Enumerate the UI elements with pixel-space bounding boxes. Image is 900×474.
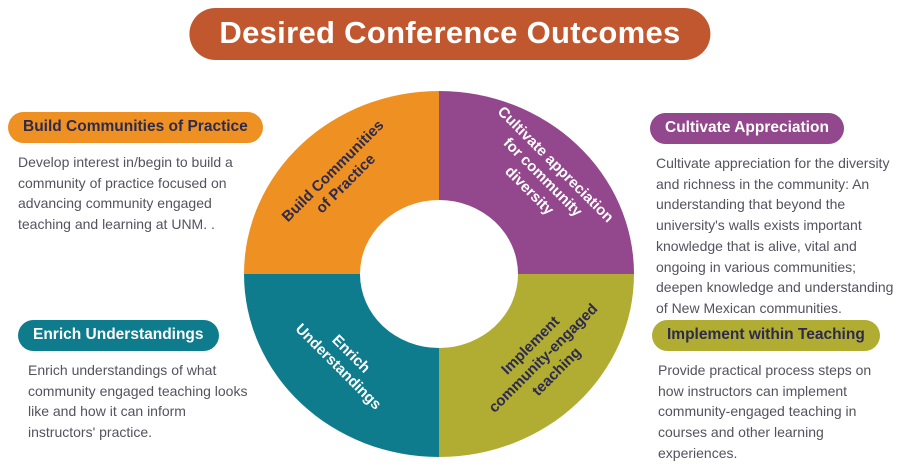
panel-enrich-understandings: Enrich Understandings Enrich understandi… [18, 320, 270, 443]
panel-body-implement-teaching: Provide practical process steps on how i… [658, 362, 872, 461]
panel-heading-implement-teaching: Implement within Teaching [652, 320, 880, 351]
panel-build-communities: Build Communities of Practice Develop in… [8, 112, 270, 235]
panel-heading-build-communities: Build Communities of Practice [8, 112, 263, 143]
title-banner: Desired Conference Outcomes [189, 8, 711, 60]
panel-body-build-communities: Develop interest in/begin to build a com… [18, 154, 233, 233]
panel-body-enrich-understandings: Enrich understandings of what community … [28, 362, 248, 441]
panel-cultivate-appreciation: Cultivate Appreciation Cultivate appreci… [650, 113, 895, 319]
panel-heading-enrich-understandings: Enrich Understandings [18, 320, 219, 351]
donut-diagram: Build Communities of Practice Cultivate … [244, 91, 634, 457]
panel-body-cultivate-appreciation: Cultivate appreciation for the diversity… [656, 155, 894, 317]
donut-hole [360, 200, 518, 348]
panel-implement-teaching: Implement within Teaching Provide practi… [652, 320, 897, 464]
page-title: Desired Conference Outcomes [219, 15, 681, 50]
panel-heading-cultivate-appreciation: Cultivate Appreciation [650, 113, 844, 144]
